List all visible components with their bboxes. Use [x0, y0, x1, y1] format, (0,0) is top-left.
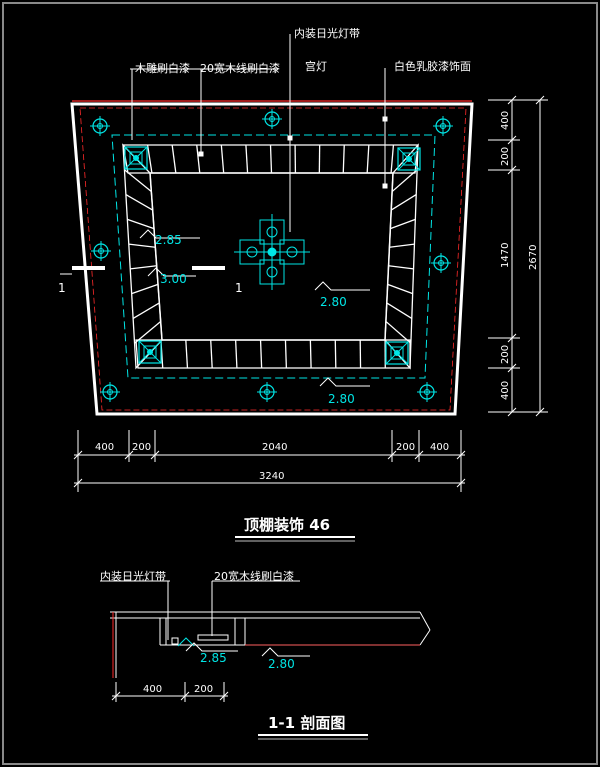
dim-text: 400	[500, 111, 511, 130]
elevation-label: 2.85	[155, 233, 182, 247]
section-title: 1-1 剖面图	[268, 714, 345, 732]
section-elevation: 2.80	[268, 657, 295, 671]
wood-slat	[124, 169, 152, 193]
dim-text: 200	[132, 442, 151, 453]
wood-slat	[309, 339, 312, 369]
wood-slat	[387, 283, 413, 295]
wood-slat	[391, 169, 418, 193]
wood-slat	[210, 339, 213, 369]
dim-text: 2040	[262, 442, 287, 453]
label-wood-line: 20宽木线刷白漆	[200, 61, 280, 75]
wood-slat	[390, 144, 395, 174]
wood-slat	[390, 218, 416, 230]
bottom-dimensions	[73, 430, 466, 492]
wood-slat	[146, 144, 153, 174]
wood-slat	[196, 144, 201, 174]
wood-slat	[185, 339, 189, 369]
wood-slat	[366, 144, 370, 174]
wood-slat	[220, 144, 225, 174]
dim-text: 200	[500, 345, 511, 364]
ceiling-outline	[70, 102, 474, 416]
label-palace-lamp: 宫灯	[305, 59, 327, 73]
section-elevation: 2.85	[200, 651, 227, 665]
wood-band-bottom	[135, 339, 411, 369]
wood-band-top	[122, 144, 419, 174]
wood-slat	[128, 243, 156, 248]
svg-text:1: 1	[235, 281, 243, 295]
wood-slat	[130, 265, 157, 270]
section-label-wood-line: 20宽木线刷白漆	[214, 569, 294, 583]
dim-text: 1470	[500, 243, 511, 268]
wood-slat	[284, 339, 288, 369]
right-dimensions	[488, 95, 548, 417]
palace-lamp-icon	[234, 214, 310, 290]
corner-carving-icon	[138, 340, 162, 364]
wood-slat	[390, 194, 417, 211]
corner-carving-icon	[124, 146, 148, 170]
light-strip-outline	[111, 134, 436, 379]
ceiling-plan: 2.85 3.00 2.80 2.80 1 1 木雕刷白漆 20宽木线刷白漆	[58, 26, 548, 542]
wood-slat	[388, 265, 414, 270]
label-wood-carving: 木雕刷白漆	[135, 61, 190, 75]
wood-slat	[386, 302, 413, 319]
dim-text: 2670	[528, 245, 539, 270]
wood-slat	[385, 320, 412, 344]
wood-slat	[171, 144, 177, 174]
label-latex-paint: 白色乳胶漆饰面	[394, 59, 471, 73]
dim-text: 400	[500, 381, 511, 400]
wood-slat	[389, 243, 415, 248]
section-label-light-strip: 内装日光灯带	[100, 569, 166, 583]
dim-text: 400	[143, 684, 162, 695]
wood-slat	[259, 339, 263, 369]
label-light-strip: 内装日光灯带	[294, 26, 360, 40]
wood-slat	[134, 320, 162, 344]
elevation-label: 3.00	[160, 272, 187, 286]
dim-text: 400	[95, 442, 114, 453]
dim-text: 200	[194, 684, 213, 695]
wood-slat	[132, 302, 160, 320]
dim-text: 200	[500, 147, 511, 166]
wood-slat	[342, 144, 345, 174]
wood-band-right	[384, 143, 419, 370]
dim-text: 400	[430, 442, 449, 453]
corner-carving-icon	[385, 341, 409, 365]
dim-text: 200	[396, 442, 415, 453]
section-drawing: 2.85 2.80 内装日光灯带 20宽木线刷白漆 400 200 1-1 剖面…	[100, 569, 431, 740]
wood-slat	[234, 339, 238, 369]
wood-slat	[334, 339, 337, 369]
wood-slat	[125, 193, 153, 211]
section-cut-marker: 1 1	[58, 266, 243, 295]
wood-slat	[127, 218, 155, 230]
elevation-label: 2.80	[328, 392, 355, 406]
dim-text: 3240	[259, 471, 284, 482]
wood-slat	[131, 283, 159, 295]
elevation-label: 2.80	[320, 295, 347, 309]
wood-slat	[269, 144, 273, 174]
svg-text:1: 1	[58, 281, 66, 295]
wood-slat	[245, 144, 249, 174]
plan-title: 顶棚装饰 46	[244, 516, 330, 534]
